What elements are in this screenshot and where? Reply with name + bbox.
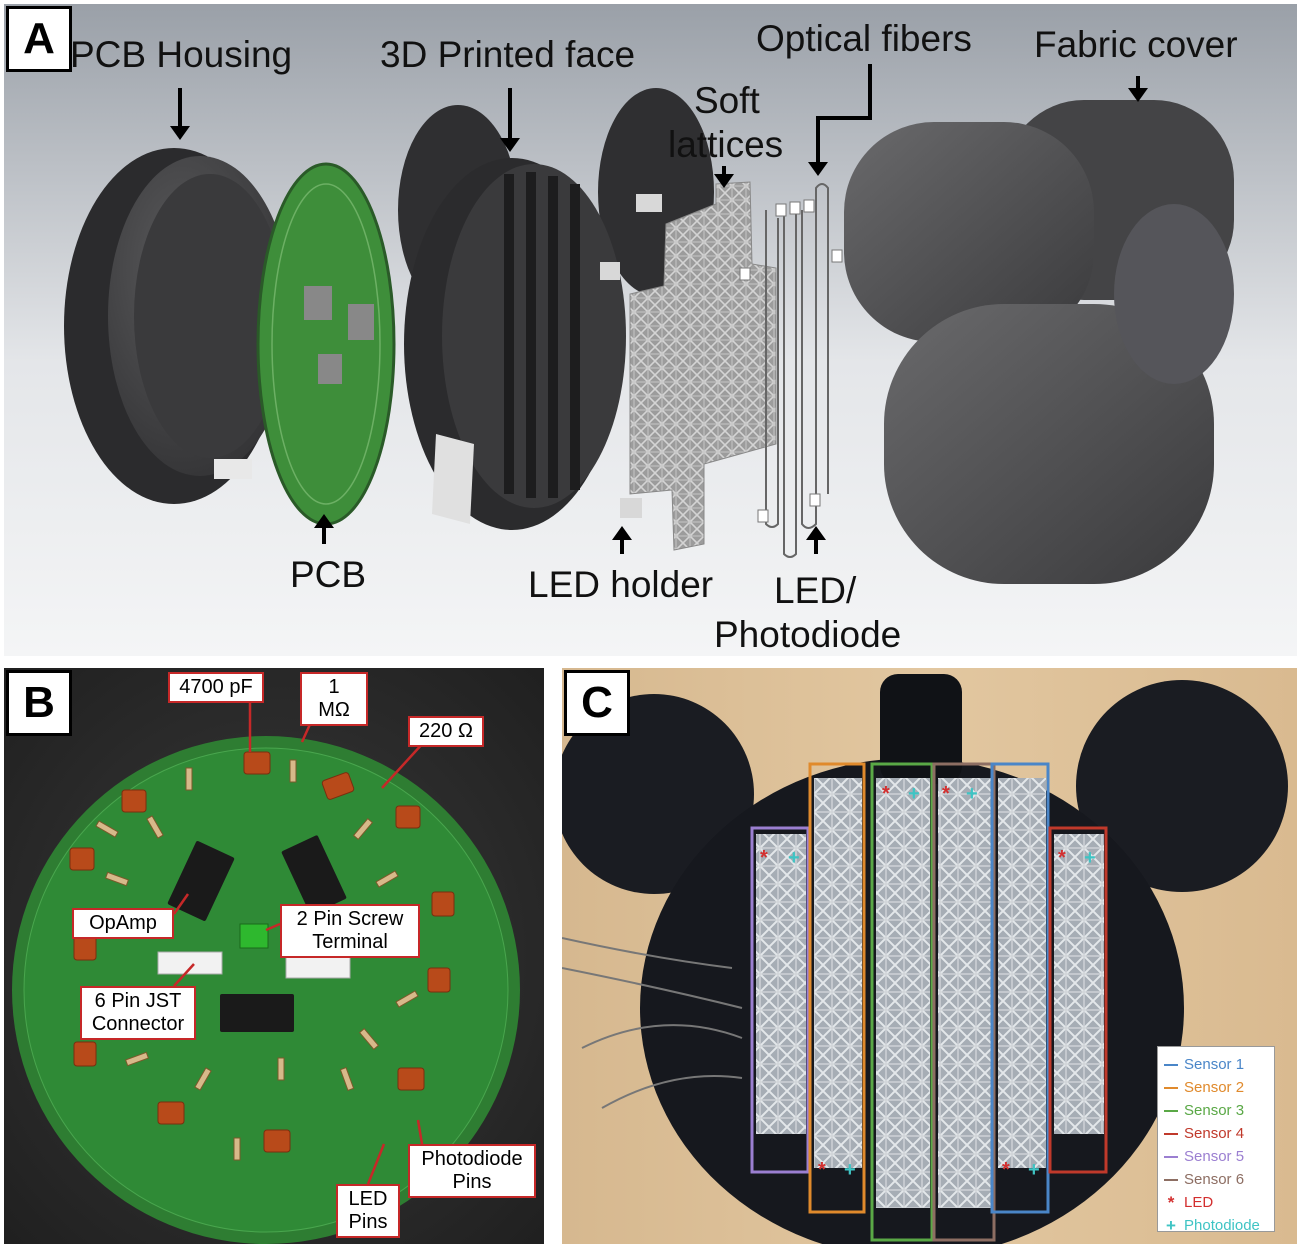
printed-face-shape [398,88,714,530]
legend-line-swatch [1164,1109,1178,1112]
legend-line-swatch [1164,1063,1178,1066]
callout-4700pf: 4700 pF [168,672,264,703]
legend-label: Sensor 3 [1184,1102,1245,1119]
svg-text:+: + [844,1159,856,1181]
legend-item-led: * LED [1164,1191,1268,1214]
sensor-legend: Sensor 1 Sensor 2 Sensor 3 Sensor 4 Sensor 5… [1157,1046,1275,1235]
panel-b-letter: B [6,670,72,736]
svg-text:+: + [1028,1159,1040,1181]
legend-label: Sensor 6 [1184,1171,1245,1188]
legend-line-swatch [1164,1086,1178,1089]
legend-label: Photodiode [1184,1217,1260,1234]
callout-1mohm: 1 MΩ [300,672,368,726]
callout-led-pins: LED Pins [336,1184,400,1238]
panel-a-illustration [4,4,1297,656]
svg-text:*: * [760,847,768,869]
led-holder-label: LED holder [528,564,714,605]
legend-item-sensor-4: Sensor 4 [1164,1122,1268,1145]
legend-label: Sensor 2 [1184,1079,1245,1096]
panel-b: B 4700 pF 1 MΩ 220 Ω OpAmp 2 Pin Screw T… [4,668,544,1244]
svg-text:*: * [942,783,950,805]
optical-fibers-shape [765,183,829,558]
svg-text:*: * [1002,1159,1010,1181]
svg-text:+: + [966,783,978,805]
legend-item-sensor-3: Sensor 3 [1164,1099,1268,1122]
panel-a-letter: A [6,6,72,72]
pcb-label: PCB [290,554,367,595]
component-markers: * + * + * + * + * + * + [760,783,1096,1181]
led-photodiode-label-1: LED/ [774,570,857,611]
led-marker-icon: * [1167,1192,1175,1212]
legend-label: Sensor 4 [1184,1125,1245,1142]
legend-label: LED [1184,1194,1214,1211]
legend-label: Sensor 5 [1184,1148,1245,1165]
legend-line-swatch [1164,1178,1178,1181]
callout-220ohm: 220 Ω [408,716,484,747]
pcb-shape [256,162,396,526]
panel-c-letter: C [564,670,630,736]
legend-item-sensor-1: Sensor 1 [1164,1053,1268,1076]
lattice-strips [756,778,1104,1208]
legend-item-sensor-2: Sensor 2 [1164,1076,1268,1099]
svg-text:*: * [1058,847,1066,869]
legend-item-sensor-5: Sensor 5 [1164,1145,1268,1168]
led-photodiode-label-2: Photodiode [714,614,902,655]
legend-line-swatch [1164,1155,1178,1158]
svg-text:+: + [788,847,800,869]
callout-photodiode-pins: Photodiode Pins [408,1144,536,1198]
legend-item-photodiode: + Photodiode [1164,1214,1268,1237]
optical-fibers-label: Optical fibers [756,18,972,59]
legend-line-swatch [1164,1132,1178,1135]
legend-label: Sensor 1 [1184,1056,1245,1073]
panel-a-arrows [170,64,1148,554]
callout-opamp: OpAmp [72,908,174,939]
callout-screw-terminal: 2 Pin Screw Terminal [280,904,420,958]
printed-face-label: 3D Printed face [380,34,636,75]
pcb-housing-label: PCB Housing [70,34,293,75]
photodiode-marker-icon: + [1166,1215,1176,1235]
fabric-cover-label: Fabric cover [1034,24,1238,65]
svg-text:+: + [908,783,920,805]
fabric-cover-shape [844,100,1234,584]
pcb-housing-shape [64,148,292,504]
soft-lattices-label-2: lattices [668,124,784,165]
svg-text:+: + [1084,847,1096,869]
legend-item-sensor-6: Sensor 6 [1164,1168,1268,1191]
svg-text:*: * [882,783,890,805]
sensor-outlines [750,762,1108,1242]
panel-a: A PCB Housing 3D Printed face Soft latti… [4,4,1297,656]
svg-text:*: * [818,1159,826,1181]
callout-jst: 6 Pin JST Connector [80,986,196,1040]
soft-lattices-label-1: Soft [694,80,760,121]
